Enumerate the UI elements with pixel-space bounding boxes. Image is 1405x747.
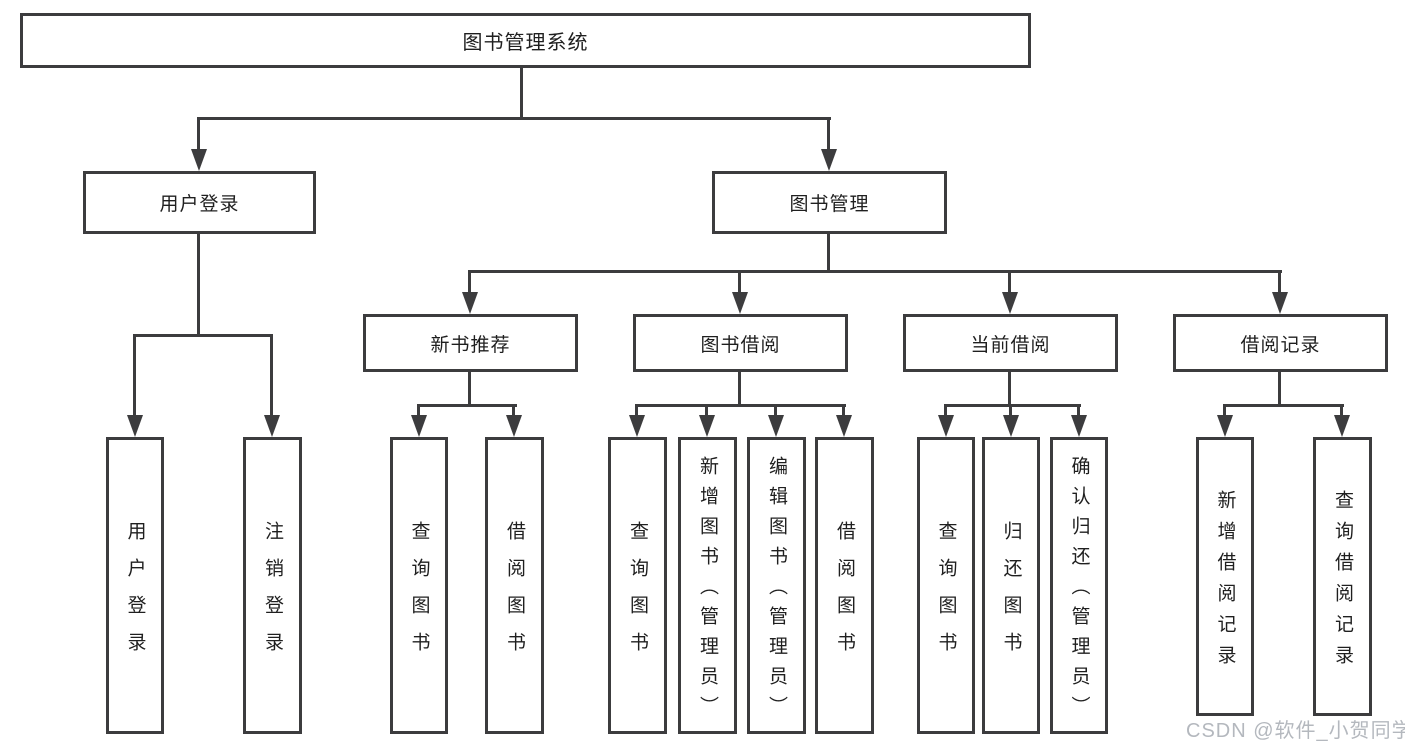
connector-segment: [197, 118, 200, 152]
connector-segment: [944, 405, 947, 417]
connector-segment: [468, 271, 471, 294]
connector-segment: [520, 68, 523, 118]
connector-segment: [1077, 405, 1080, 417]
node-label: 查询借阅记录: [1332, 489, 1353, 676]
connector-segment: [133, 335, 136, 417]
leaf-return-book: 归还图书: [982, 437, 1040, 734]
arrowhead-icon: [1217, 415, 1233, 437]
node-book-borrowing: 图书借阅: [633, 314, 848, 372]
arrowhead-icon: [629, 415, 645, 437]
connector-segment: [468, 270, 1282, 273]
node-label: 查询图书: [935, 520, 957, 669]
arrowhead-icon: [821, 149, 837, 171]
node-label: 借阅图书: [504, 520, 525, 669]
node-label: 查询图书: [627, 520, 648, 669]
connector-segment: [1008, 372, 1011, 407]
node-new-book-recommendation: 新书推荐: [363, 314, 578, 372]
connector-segment: [1340, 405, 1343, 417]
node-label: 图书借阅: [700, 334, 781, 356]
node-label: 查询图书: [408, 520, 430, 669]
node-label: 确认归还（管理员）: [1068, 456, 1090, 726]
connector-segment: [635, 405, 638, 417]
node-book-management: 图书管理: [712, 171, 947, 234]
connector-segment: [417, 404, 517, 407]
arrowhead-icon: [191, 149, 207, 171]
arrowhead-icon: [1071, 415, 1087, 437]
connector-segment: [1278, 372, 1281, 407]
node-user-login: 用户登录: [83, 171, 316, 234]
node-label: 新增借阅记录: [1214, 489, 1236, 676]
leaf-query-books-borrow: 查询图书: [608, 437, 667, 734]
arrowhead-icon: [411, 415, 427, 437]
leaf-confirm-return-admin: 确认归还（管理员）: [1050, 437, 1108, 734]
node-label: 归还图书: [1000, 520, 1022, 669]
connector-segment: [774, 405, 777, 417]
leaf-query-borrow-record: 查询借阅记录: [1313, 437, 1372, 716]
node-label: 编辑图书（管理员）: [766, 456, 787, 726]
arrowhead-icon: [506, 415, 522, 437]
connector-segment: [944, 404, 1081, 407]
arrowhead-icon: [732, 292, 748, 314]
node-label: 新书推荐: [430, 334, 511, 356]
leaf-borrow-books: 借阅图书: [815, 437, 874, 734]
arrowhead-icon: [836, 415, 852, 437]
connector-segment: [512, 405, 515, 417]
connector-segment: [827, 234, 830, 273]
arrowhead-icon: [938, 415, 954, 437]
arrowhead-icon: [462, 292, 478, 314]
connector-segment: [270, 335, 273, 417]
arrowhead-icon: [264, 415, 280, 437]
connector-segment: [1009, 405, 1012, 417]
connector-segment: [417, 405, 420, 417]
node-current-borrowing: 当前借阅: [903, 314, 1118, 372]
node-label: 借阅记录: [1240, 334, 1321, 356]
arrowhead-icon: [1334, 415, 1350, 437]
connector-segment: [1223, 404, 1344, 407]
leaf-logout: 注销登录: [243, 437, 302, 734]
node-borrowing-records: 借阅记录: [1173, 314, 1388, 372]
node-label: 新增图书（管理员）: [697, 456, 718, 726]
arrowhead-icon: [127, 415, 143, 437]
node-library-management-system: 图书管理系统: [20, 13, 1031, 68]
connector-segment: [1223, 405, 1226, 417]
connector-segment: [468, 372, 471, 407]
node-label: 用户登录: [159, 194, 240, 215]
leaf-borrow-books-recommend: 借阅图书: [485, 437, 544, 734]
connector-segment: [197, 117, 831, 120]
leaf-query-books-current: 查询图书: [917, 437, 975, 734]
arrowhead-icon: [1002, 292, 1018, 314]
arrowhead-icon: [699, 415, 715, 437]
connector-segment: [738, 372, 741, 407]
node-label: 当前借阅: [970, 334, 1051, 356]
csdn-watermark: CSDN @软件_小贺同学: [1186, 720, 1405, 742]
node-label: 用户登录: [124, 520, 146, 669]
arrowhead-icon: [768, 415, 784, 437]
connector-segment: [635, 404, 846, 407]
connector-segment: [197, 234, 200, 337]
arrowhead-icon: [1272, 292, 1288, 314]
leaf-add-book-admin: 新增图书（管理员）: [678, 437, 737, 734]
node-label: 图书管理系统: [462, 32, 589, 54]
node-label: 图书管理: [789, 194, 870, 215]
arrowhead-icon: [1003, 415, 1019, 437]
leaf-edit-book-admin: 编辑图书（管理员）: [747, 437, 806, 734]
leaf-user-login: 用户登录: [106, 437, 164, 734]
leaf-query-books-recommend: 查询图书: [390, 437, 448, 734]
connector-segment: [827, 118, 830, 152]
connector-segment: [133, 334, 273, 337]
leaf-add-borrow-record: 新增借阅记录: [1196, 437, 1254, 716]
connector-segment: [1278, 271, 1281, 294]
node-label: 借阅图书: [834, 520, 855, 669]
connector-segment: [1008, 271, 1011, 294]
connector-segment: [738, 271, 741, 294]
node-label: 注销登录: [262, 520, 283, 669]
connector-segment: [705, 405, 708, 417]
connector-segment: [842, 405, 845, 417]
